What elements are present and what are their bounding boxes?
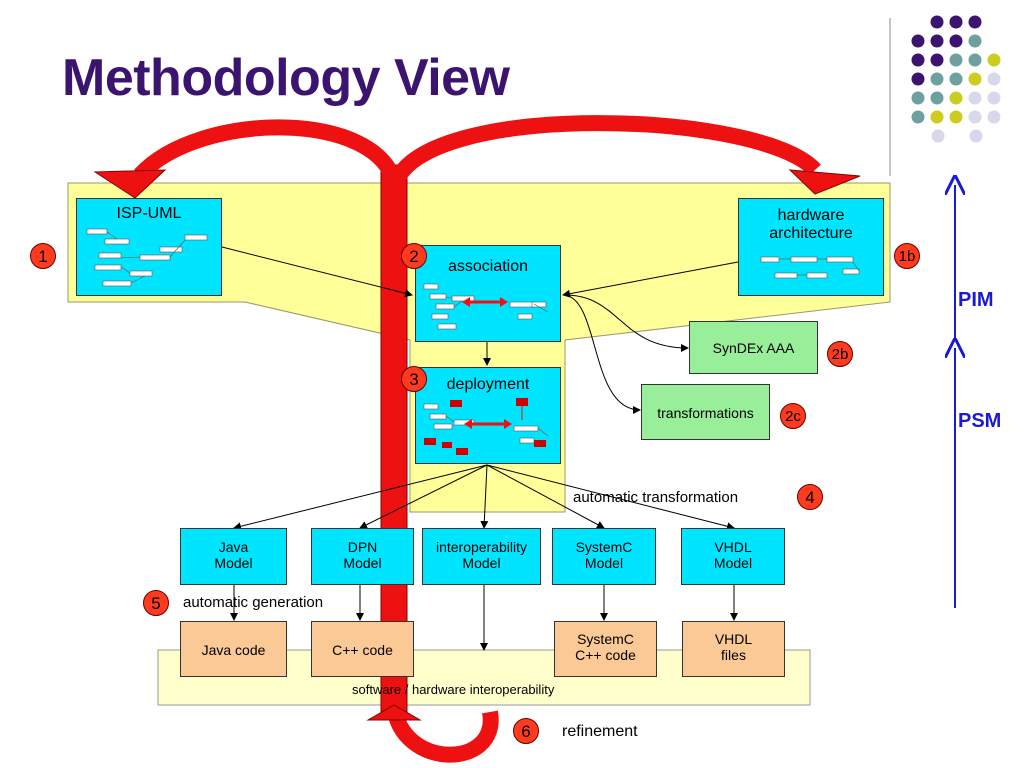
decorative-dot xyxy=(949,110,963,124)
connector-hw-association xyxy=(562,261,739,298)
decorative-dot xyxy=(968,15,982,29)
decorative-dot xyxy=(949,15,963,29)
deployment-thumbnail xyxy=(423,398,549,455)
psm-label: PSM xyxy=(958,410,1002,432)
connectors-models-code xyxy=(230,585,738,651)
decorative-dot xyxy=(949,72,963,86)
dpn-model-label-2: Model xyxy=(343,555,382,571)
interoperability-model-box: interoperability Model xyxy=(422,528,541,585)
automatic-generation-label: automatic generation xyxy=(183,594,324,611)
page-title: Methodology View xyxy=(62,49,510,107)
deployment-box: deployment xyxy=(415,367,561,464)
vhdl-files-box: VHDL files xyxy=(682,621,785,677)
decorative-dot xyxy=(968,110,982,124)
vhdl-files-label-1: VHDL xyxy=(714,631,753,647)
java-model-label-2: Model xyxy=(214,555,253,571)
interop-band-label: software / hardware interoperability xyxy=(352,682,555,697)
pim-label: PIM xyxy=(958,289,994,311)
decorative-dot xyxy=(968,72,982,86)
connector-association-transformations xyxy=(564,294,641,414)
java-model-box: Java Model xyxy=(180,528,287,585)
step-badge-4: 4 xyxy=(797,484,823,510)
dpn-model-label-1: DPN xyxy=(347,539,378,555)
java-code-box: Java code xyxy=(180,621,287,677)
refinement-label: refinement xyxy=(562,723,638,740)
association-label: association xyxy=(447,258,529,275)
vhdl-model-label-2: Model xyxy=(713,555,753,571)
decorative-dot xyxy=(969,129,983,143)
decorative-dot xyxy=(968,91,982,105)
hardware-architecture-label-1: hardware xyxy=(777,207,845,224)
step-badge-2b: 2b xyxy=(827,341,853,367)
vhdl-model-box: VHDL Model xyxy=(681,528,785,585)
connector-association-syndex xyxy=(564,294,689,352)
association-thumbnail xyxy=(423,283,549,330)
isp-uml-thumbnail xyxy=(86,228,208,287)
interoperability-model-label-2: Model xyxy=(462,555,501,571)
decorative-dot xyxy=(911,91,925,105)
hardware-architecture-thumbnail xyxy=(760,256,860,279)
association-box: association xyxy=(415,245,561,342)
vhdl-model-label-1: VHDL xyxy=(714,539,752,555)
isp-uml-label: ISP-UML xyxy=(116,205,182,222)
decorative-dot xyxy=(968,34,982,48)
systemc-model-label-2: Model xyxy=(584,555,624,571)
decorative-dot xyxy=(911,110,925,124)
syndex-aaa-label: SynDEx AAA xyxy=(712,340,795,356)
decorative-dot xyxy=(987,53,1001,67)
isp-uml-box: ISP-UML xyxy=(76,198,222,296)
automatic-transformation-label: automatic transformation xyxy=(573,489,739,506)
systemc-model-box: SystemC Model xyxy=(552,528,656,585)
step-badge-2: 2 xyxy=(401,243,427,269)
red-arrow-right-curve xyxy=(387,115,821,189)
yellow-y-panel xyxy=(67,182,891,513)
transformations-box: transformations xyxy=(641,384,770,440)
decorative-dot xyxy=(930,15,944,29)
step-badge-3: 3 xyxy=(401,366,427,392)
red-arrow-left-curve xyxy=(134,119,403,188)
decorative-dot xyxy=(930,110,944,124)
decorative-dot xyxy=(930,72,944,86)
dpn-model-box: DPN Model xyxy=(311,528,414,585)
decorative-dot xyxy=(930,91,944,105)
decorative-dot xyxy=(987,110,1001,124)
decorative-dot xyxy=(987,72,1001,86)
decorative-dot xyxy=(931,129,945,143)
step-badge-2c: 2c xyxy=(780,403,806,429)
step-badge-5: 5 xyxy=(143,590,169,616)
syndex-aaa-box: SynDEx AAA xyxy=(689,321,818,374)
step-badge-1b: 1b xyxy=(894,243,920,269)
java-code-label: Java code xyxy=(201,642,266,658)
transformations-label: transformations xyxy=(657,405,754,421)
systemc-code-label-1: SystemC xyxy=(577,631,634,647)
cpp-code-label: C++ code xyxy=(332,642,393,658)
decorative-dot xyxy=(987,91,1001,105)
decorative-dot xyxy=(949,91,963,105)
decorative-dot xyxy=(911,72,925,86)
connectors-deployment-models xyxy=(233,464,735,531)
decorative-dot xyxy=(968,53,982,67)
decorative-dot xyxy=(949,53,963,67)
systemc-code-box: SystemC C++ code xyxy=(554,621,657,677)
deployment-label: deployment xyxy=(446,376,530,393)
cpp-code-box: C++ code xyxy=(311,621,414,677)
java-model-label-1: Java xyxy=(218,539,249,555)
hardware-architecture-label-2: architecture xyxy=(769,225,853,242)
decorative-dot-grid xyxy=(889,15,1001,176)
systemc-code-label-2: C++ code xyxy=(575,647,636,663)
decorative-dot xyxy=(930,34,944,48)
step-badge-6: 6 xyxy=(513,718,539,744)
systemc-model-label-1: SystemC xyxy=(575,539,633,555)
decorative-dot xyxy=(911,34,925,48)
connector-isp-association xyxy=(221,246,413,298)
step-badge-1: 1 xyxy=(30,243,56,269)
vhdl-files-label-2: files xyxy=(721,647,746,663)
decorative-dot xyxy=(949,34,963,48)
interoperability-model-label-1: interoperability xyxy=(435,539,528,555)
hardware-architecture-box: hardware architecture xyxy=(738,198,884,296)
refinement-loop xyxy=(386,703,499,763)
decorative-dot xyxy=(911,53,925,67)
decorative-dot xyxy=(930,53,944,67)
